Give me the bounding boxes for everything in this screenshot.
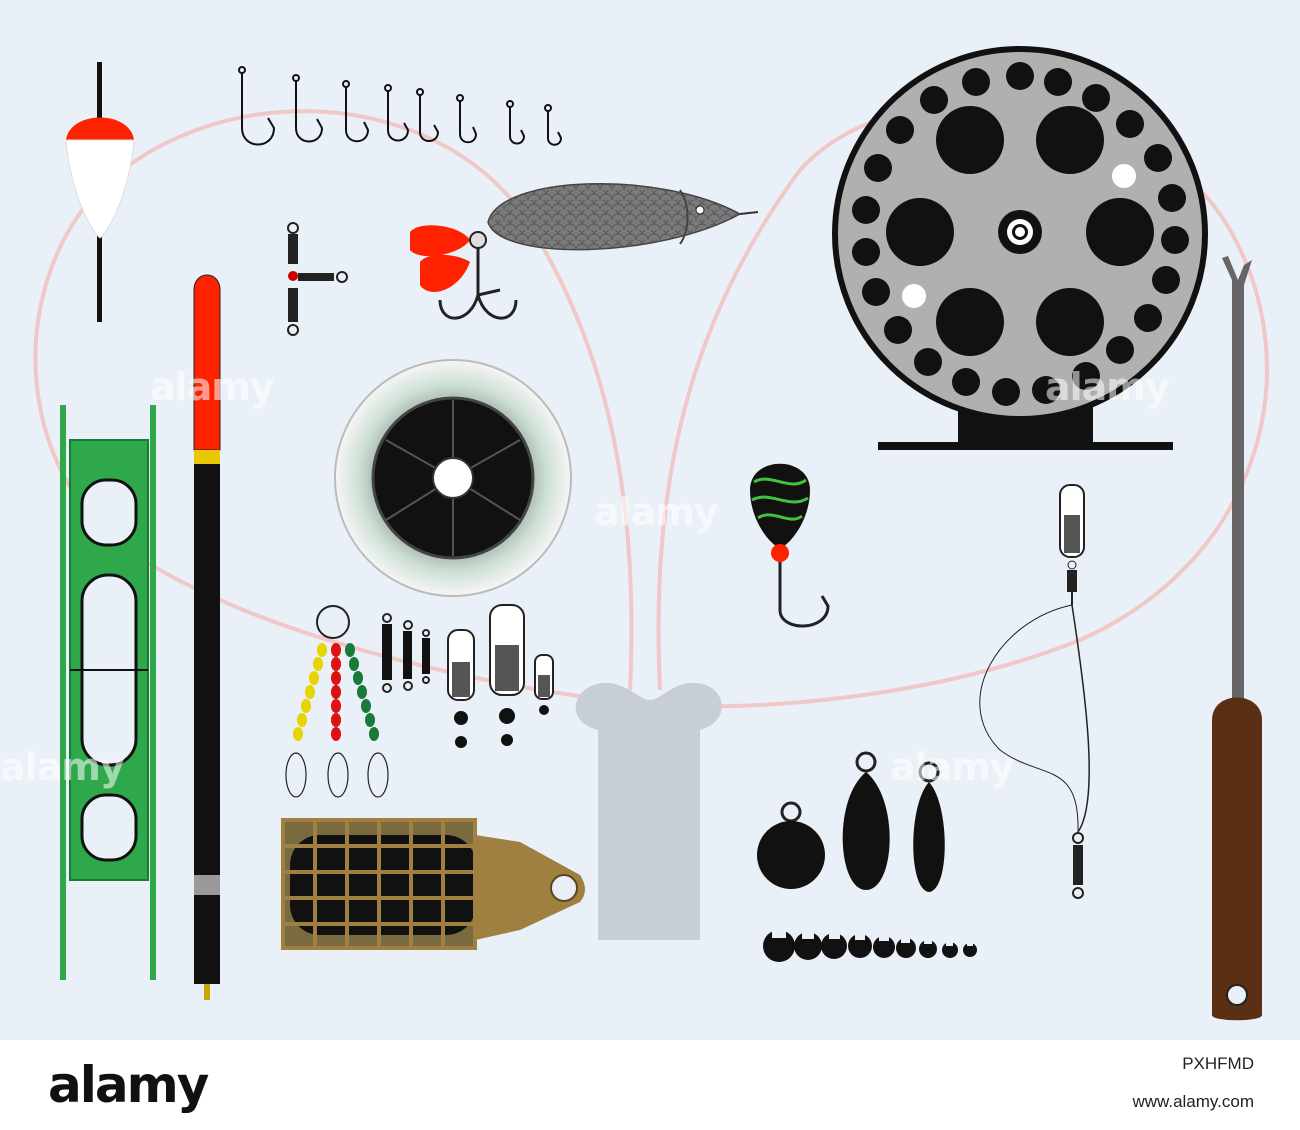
rod-holder-icon bbox=[575, 682, 722, 940]
line-spool-icon bbox=[334, 359, 572, 597]
swivel-set-icon bbox=[382, 604, 554, 748]
fly-reel-icon bbox=[832, 46, 1208, 450]
rig-icon bbox=[979, 484, 1090, 899]
split-shot-icon bbox=[763, 930, 977, 962]
float-icon bbox=[65, 62, 135, 322]
disgorger-icon bbox=[1212, 256, 1262, 1021]
watermark: alamy bbox=[150, 365, 275, 409]
watermark: alamy bbox=[0, 745, 125, 789]
alamy-logo: alamy bbox=[48, 1056, 209, 1114]
feeder-icon bbox=[281, 818, 585, 950]
fishing-tackle-illustration bbox=[33, 46, 1269, 1021]
hooks-icon bbox=[238, 66, 563, 146]
footer-bar: alamy PXHFMD www.alamy.com bbox=[0, 1040, 1300, 1130]
jig-lure-icon bbox=[750, 463, 830, 628]
long-float-icon bbox=[193, 274, 221, 1000]
spoon-lure-icon bbox=[410, 183, 759, 320]
watermark: alamy bbox=[594, 490, 719, 534]
swivel-icon bbox=[287, 222, 348, 336]
bead-rig-icon bbox=[285, 605, 389, 798]
watermark: alamy bbox=[890, 745, 1015, 789]
image-id-label: PXHFMD bbox=[1182, 1054, 1254, 1073]
watermark: alamy bbox=[1045, 365, 1170, 409]
sinkers-icon bbox=[757, 751, 945, 892]
site-url-label: www.alamy.com bbox=[1132, 1092, 1254, 1111]
winder-icon bbox=[60, 405, 156, 980]
